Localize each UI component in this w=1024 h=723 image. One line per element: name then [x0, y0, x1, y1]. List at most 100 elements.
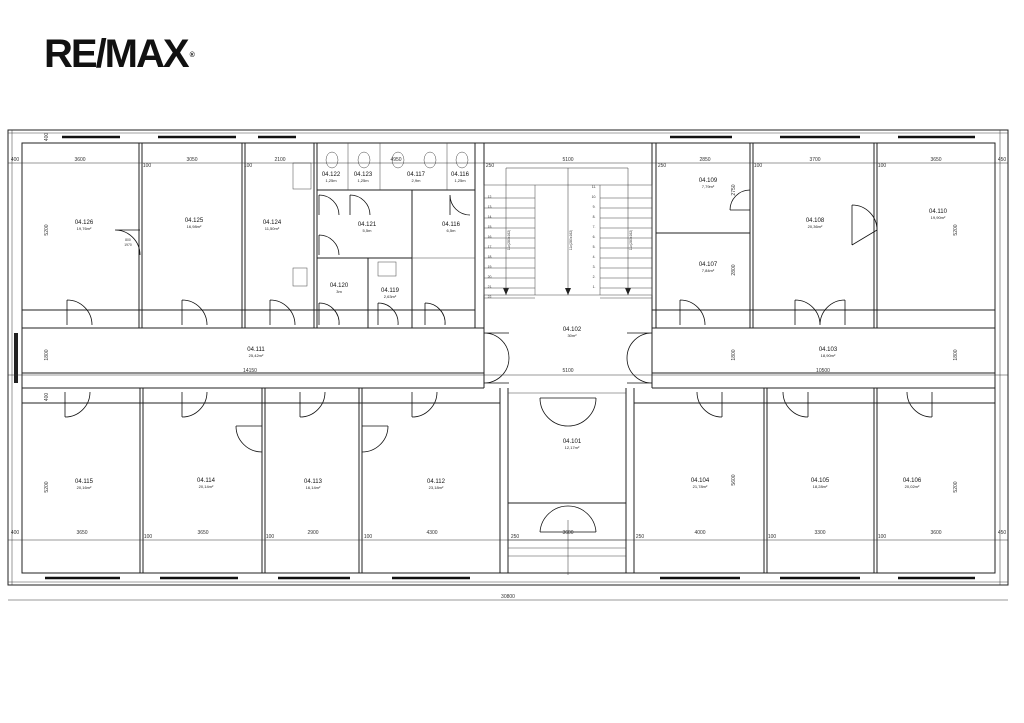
dim-left-0: 400	[44, 133, 50, 142]
corridor-dimensions: 14150 5100 10500	[243, 368, 830, 374]
dim-top-11: 100	[754, 163, 763, 169]
dim-rightside-2: 5200	[953, 481, 959, 492]
dim-top-14: 3650	[930, 157, 941, 163]
dim-left-4: 5200	[44, 481, 50, 492]
room-area-10: 2,63m²	[384, 294, 397, 299]
room-area-25: 20,02m²	[905, 484, 920, 489]
dim-bottom-3: 3650	[197, 530, 208, 536]
dim-bottom-6: 100	[364, 534, 373, 540]
dim-right-0: 2750	[731, 184, 737, 195]
door-tag-height: 1970	[124, 243, 132, 247]
dim-bottom-14: 100	[878, 534, 887, 540]
dim-top-6: 4950	[390, 157, 401, 163]
room-id-19: 04.114	[197, 478, 216, 484]
stair-step-number: 12.	[488, 195, 493, 199]
dim-corridor-2: 10500	[816, 368, 830, 374]
stair-flight-label-3: 11x(280x162)	[629, 230, 633, 250]
dim-total: 30800	[501, 594, 515, 600]
room-id-14: 04.110	[929, 209, 948, 215]
dim-bottom-10: 250	[636, 534, 645, 540]
stair-flight-label-2: 11x(280x162)	[569, 230, 573, 250]
room-area-14: 19,90m²	[931, 215, 946, 220]
stair-step-number: 13.	[488, 205, 493, 209]
room-area-9: 3m	[336, 289, 342, 294]
stair-step-number: 6.	[593, 235, 596, 239]
room-id-21: 04.112	[427, 479, 446, 485]
room-id-20: 04.113	[304, 479, 323, 485]
room-id-10: 04.119	[381, 288, 400, 294]
stair-step-number: 2.	[593, 275, 596, 279]
stair-step-number: 19.	[488, 265, 493, 269]
dim-top-9: 250	[658, 163, 667, 169]
room-id-2: 04.124	[263, 220, 282, 226]
door-tag-width: 800	[125, 238, 131, 242]
room-id-8: 04.116	[442, 222, 461, 228]
dim-top-8: 5100	[562, 157, 573, 163]
stair-flight-label-1: 11x(280x162)	[507, 230, 511, 250]
room-id-16: 04.102	[563, 327, 582, 333]
room-id-5: 04.117	[407, 172, 426, 178]
stair-step-number: 7.	[593, 225, 596, 229]
dim-corridor-1: 5100	[562, 368, 573, 374]
stair-step-number: 5.	[593, 245, 596, 249]
dim-top-5: 2100	[274, 157, 285, 163]
room-area-8: 6,5m	[447, 228, 457, 233]
dim-top-13: 100	[878, 163, 887, 169]
room-area-3: 1,25m	[325, 178, 337, 183]
stair-step-number: 10.	[592, 195, 597, 199]
room-id-22: 04.101	[563, 439, 582, 445]
room-area-17: 18,90m²	[821, 353, 836, 358]
room-id-17: 04.103	[819, 347, 838, 353]
dim-bottom-11: 4000	[694, 530, 705, 536]
dim-left-2: 1800	[44, 349, 50, 360]
room-id-9: 04.120	[330, 283, 349, 289]
dim-top-1: 3600	[74, 157, 85, 163]
room-id-18: 04.115	[75, 479, 94, 485]
room-area-16: 30m²	[567, 333, 577, 338]
dim-corridor-0: 14150	[243, 368, 257, 374]
room-labels: 04.12619,76m²04.12516,98m²04.12411,50m²0…	[75, 172, 948, 490]
doors	[64, 189, 933, 533]
room-id-11: 04.109	[699, 178, 718, 184]
dim-top-7: 250	[486, 163, 495, 169]
room-area-21: 23,18m²	[429, 485, 444, 490]
dim-right-3: 5600	[731, 474, 737, 485]
dim-bottom-0: 400	[11, 530, 20, 536]
dim-top-4: 100	[244, 163, 253, 169]
dim-top-10: 2850	[699, 157, 710, 163]
room-area-1: 16,98m²	[187, 224, 202, 229]
left-vertical-dimensions: 400 5200 1800 400 5200	[44, 133, 50, 493]
bottom-dimensions: 400 3650 100 3650 100 2900 100 4300 250 …	[11, 530, 1007, 600]
dimension-lines	[8, 130, 1008, 601]
room-area-6: 1,25m	[454, 178, 466, 183]
room-area-13: 20,36m²	[808, 224, 823, 229]
room-area-12: 7,84m²	[702, 268, 715, 273]
dim-right-1: 2800	[731, 264, 737, 275]
room-id-15: 04.111	[247, 347, 265, 353]
stair-step-number: 20.	[488, 275, 493, 279]
bottom-room-walls	[22, 388, 995, 573]
room-area-24: 18,28m²	[813, 484, 828, 489]
dim-bottom-12: 100	[768, 534, 777, 540]
dim-top-2: 100	[143, 163, 152, 169]
toilets	[292, 151, 469, 287]
room-id-4: 04.123	[354, 172, 373, 178]
room-id-7: 04.121	[358, 222, 377, 228]
entrance-steps	[508, 520, 626, 575]
room-area-15: 25,42m²	[249, 353, 264, 358]
logo-registered-mark: ®	[189, 52, 195, 59]
dim-top-0: 400	[11, 157, 20, 163]
room-id-1: 04.125	[185, 218, 204, 224]
corridor-walls	[14, 328, 995, 389]
dim-bottom-1: 3650	[76, 530, 87, 536]
stair-step-number: 8.	[593, 215, 596, 219]
stair-step-number: 22.	[488, 295, 493, 299]
dim-rightside-1: 1800	[953, 349, 959, 360]
room-area-19: 20,14m²	[199, 484, 214, 489]
room-area-11: 7,79m²	[702, 184, 715, 189]
room-id-25: 04.106	[903, 478, 922, 484]
dim-left-1: 5200	[44, 224, 50, 235]
dim-bottom-9: 3600	[562, 530, 573, 536]
room-area-2: 11,50m²	[265, 226, 280, 231]
room-id-0: 04.126	[75, 220, 94, 226]
